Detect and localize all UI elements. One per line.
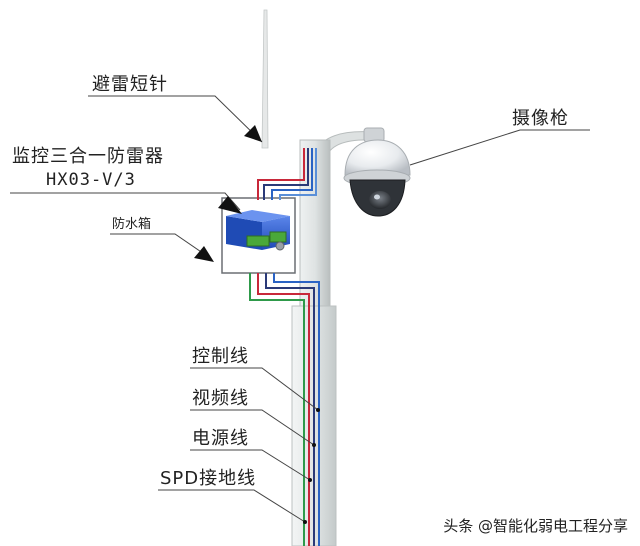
label-spd-ground-line: SPD接地线	[160, 468, 257, 489]
wiring-upper	[257, 148, 317, 200]
wiring-lower	[249, 273, 320, 546]
label-control-line: 控制线	[192, 346, 249, 367]
label-protector-model: HX03-V/3	[46, 170, 136, 190]
label-waterproof-box: 防水箱	[112, 217, 152, 232]
label-lightning-rod: 避雷短针	[92, 74, 168, 95]
dome-camera	[343, 127, 411, 217]
leader-lines	[10, 95, 590, 523]
lightning-protector-device	[226, 210, 290, 251]
lightning-rod	[261, 9, 269, 149]
label-video-line: 视频线	[192, 388, 249, 409]
label-power-line: 电源线	[192, 428, 249, 449]
label-camera: 摄像枪	[512, 108, 569, 129]
arrow-heads	[194, 125, 320, 524]
label-protector-title: 监控三合一防雷器	[12, 146, 164, 167]
watermark-text: 头条 @智能化弱电工程分享	[443, 517, 628, 535]
